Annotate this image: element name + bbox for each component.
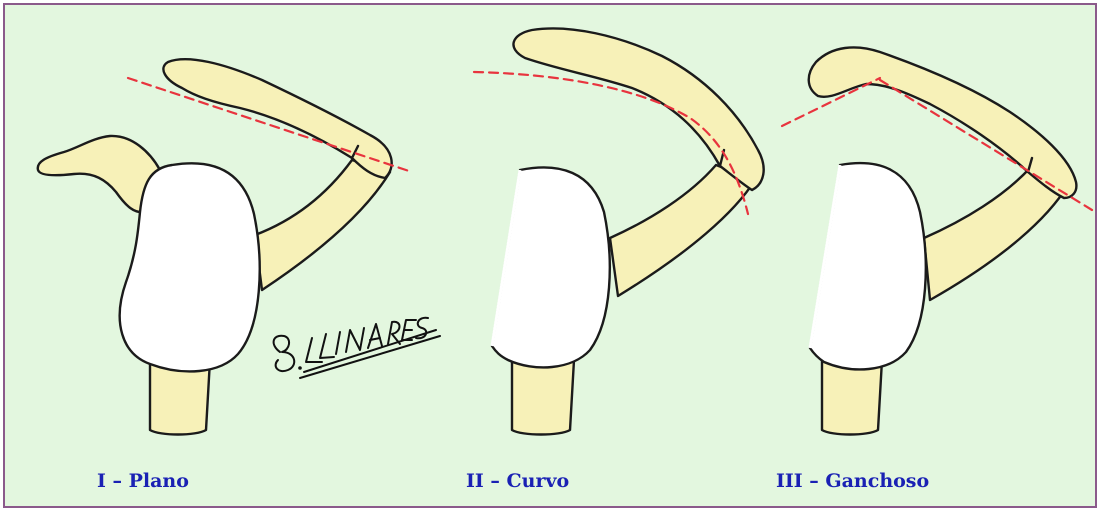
- scapula-type-1: [38, 59, 412, 434]
- artist-signature: [274, 318, 440, 378]
- acromion-1: [163, 59, 391, 178]
- scapula-type-2: [474, 28, 764, 434]
- caption-type-2-curved: II – Curvo: [466, 470, 569, 492]
- humeral-head-2: [492, 167, 610, 367]
- caption-type-1-flat: I – Plano: [97, 470, 189, 492]
- scapular-spine-2: [610, 165, 755, 296]
- humeral-head-3: [810, 163, 926, 369]
- caption-type-3-hooked: III – Ganchoso: [776, 470, 929, 492]
- scapular-spine-1: [255, 160, 390, 290]
- scapular-neck-2: [512, 360, 574, 435]
- scapular-neck-3: [822, 360, 882, 435]
- scapula-type-3: [782, 47, 1092, 434]
- acromion-2: [513, 28, 763, 190]
